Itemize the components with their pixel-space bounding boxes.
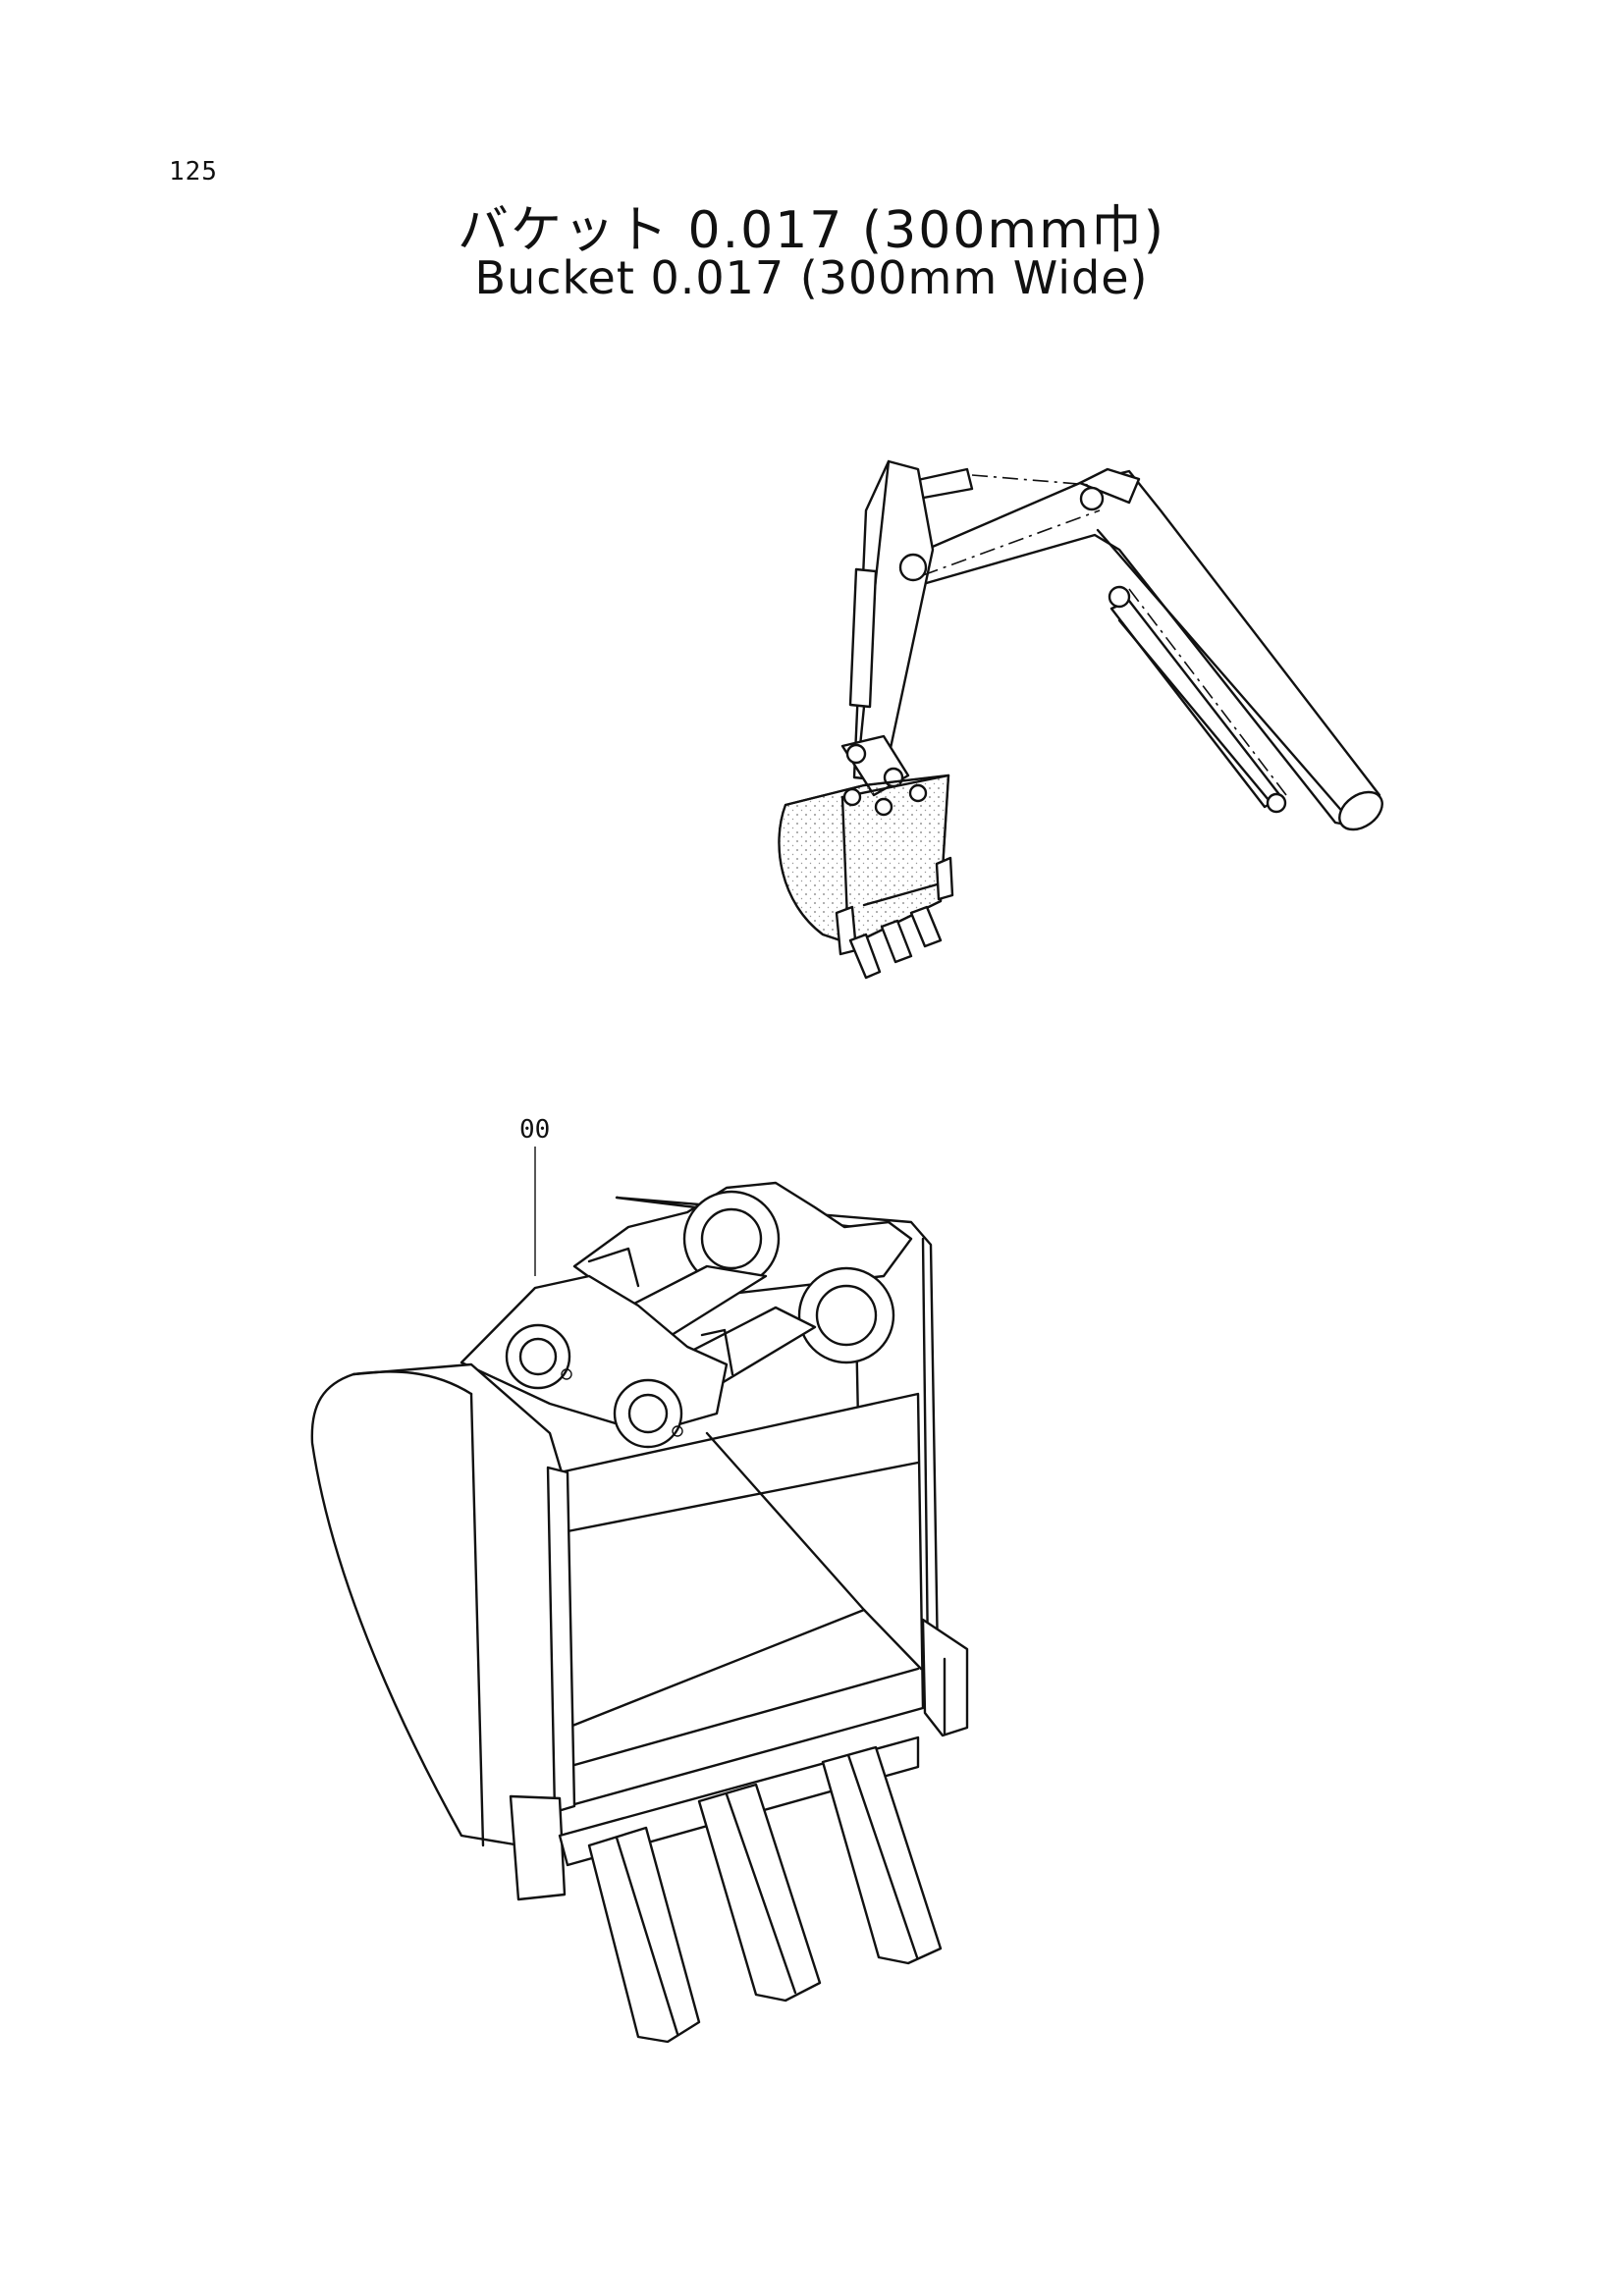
bucket-icon [310,1147,969,2044]
part-callout-00: 00 [519,1115,551,1145]
page-title-english: Bucket 0.017 (300mm Wide) [474,251,1149,304]
page-title-japanese: バケット 0.017 (300mm巾) [457,201,1166,260]
excavator-front-attachment-icon [778,459,1383,980]
page-number: 125 [169,157,218,187]
